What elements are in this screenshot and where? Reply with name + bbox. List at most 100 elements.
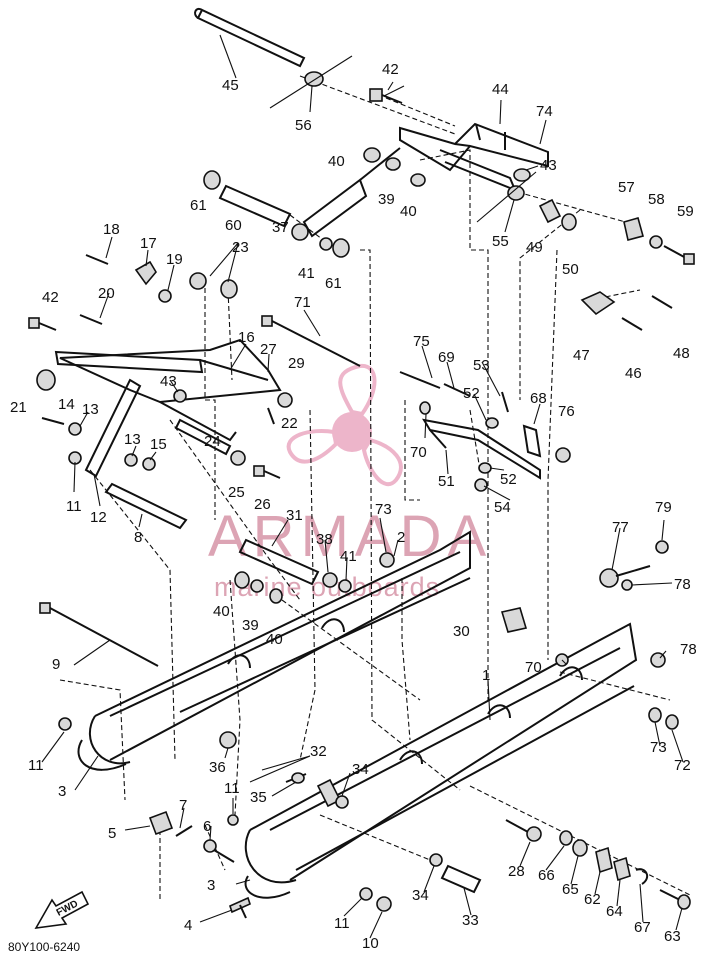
leader-lines xyxy=(41,34,684,939)
callout-37: 37 xyxy=(272,219,289,236)
bolt-46 xyxy=(621,317,643,331)
callout-22: 22 xyxy=(281,415,298,432)
callout-16: 16 xyxy=(238,329,255,346)
bolt-59 xyxy=(663,245,695,265)
clip-67 xyxy=(635,868,649,885)
callout-66: 66 xyxy=(538,867,555,884)
callout-52-a: 52 xyxy=(463,385,480,402)
callout-42-left: 42 xyxy=(42,289,59,306)
callout-21: 21 xyxy=(10,399,27,416)
collar-49 xyxy=(538,198,562,224)
washer-66 xyxy=(559,830,573,846)
callout-1: 1 xyxy=(482,667,490,684)
bracket-68 xyxy=(522,424,542,458)
ski-3-bottom xyxy=(244,875,291,899)
callout-39-b: 39 xyxy=(242,617,259,634)
nut-79 xyxy=(655,540,669,554)
collar-65 xyxy=(572,839,588,857)
callout-11-d: 11 xyxy=(334,915,350,932)
callout-24: 24 xyxy=(204,433,221,450)
collar-73-a xyxy=(379,552,395,568)
nut-10 xyxy=(376,896,392,912)
callout-40-c: 40 xyxy=(213,603,230,620)
bushing-50 xyxy=(561,213,577,231)
collar-54 xyxy=(474,478,488,492)
cap-21 xyxy=(36,369,56,391)
bolt-26 xyxy=(253,465,281,479)
callout-23: 23 xyxy=(232,239,249,256)
callout-75: 75 xyxy=(413,333,430,350)
callout-61-b: 61 xyxy=(325,275,342,292)
callout-55: 55 xyxy=(492,233,509,250)
callout-34-b: 34 xyxy=(412,887,429,904)
screw-4 xyxy=(229,896,251,919)
bolt-75 xyxy=(399,371,441,389)
nut-76 xyxy=(555,447,571,463)
bolt-20 xyxy=(79,314,103,325)
clip-17 xyxy=(134,260,157,286)
callout-labels: 45 56 42 44 74 40 39 40 43 61 60 57 58 5… xyxy=(10,61,697,952)
washer-11-c xyxy=(227,814,239,826)
callout-73-a: 73 xyxy=(375,501,392,518)
callout-43-mid: 43 xyxy=(160,373,177,390)
bushing-40-c xyxy=(234,571,250,589)
callout-52-b: 52 xyxy=(500,471,517,488)
callout-41-a: 41 xyxy=(298,265,315,282)
callout-67: 67 xyxy=(634,919,651,936)
callout-38: 38 xyxy=(316,531,333,548)
front-arm-44 xyxy=(399,122,549,192)
propeller-logo-icon xyxy=(286,363,403,487)
callout-63: 63 xyxy=(664,928,681,945)
washer-52-b xyxy=(478,462,492,474)
callout-35: 35 xyxy=(250,789,267,806)
callout-27: 27 xyxy=(260,341,277,358)
callout-46: 46 xyxy=(625,365,642,382)
callout-40-a: 40 xyxy=(328,153,345,170)
callout-78-b: 78 xyxy=(680,641,697,658)
washer-70-a xyxy=(419,401,431,415)
collar-64 xyxy=(613,856,631,882)
callout-62: 62 xyxy=(584,891,601,908)
callout-5: 5 xyxy=(108,825,116,842)
washer-11-b xyxy=(58,717,72,731)
callout-69: 69 xyxy=(438,349,455,366)
callout-65: 65 xyxy=(562,881,579,898)
callout-12: 12 xyxy=(90,509,107,526)
bushing-39-a xyxy=(385,157,401,171)
link-12 xyxy=(84,378,142,478)
callout-41-b: 41 xyxy=(340,548,357,565)
callout-64: 64 xyxy=(606,903,623,920)
callout-7: 7 xyxy=(179,797,187,814)
callout-73-b: 73 xyxy=(650,739,667,756)
callout-28: 28 xyxy=(508,863,525,880)
spring-6 xyxy=(203,839,235,863)
callout-76: 76 xyxy=(558,403,575,420)
callout-31: 31 xyxy=(286,507,303,524)
callout-11-a: 11 xyxy=(66,498,82,515)
washer-52-a xyxy=(485,417,499,429)
callout-53: 53 xyxy=(473,357,490,374)
callout-57: 57 xyxy=(618,179,635,196)
ski-3-top xyxy=(77,739,127,771)
callout-33: 33 xyxy=(462,912,479,929)
callout-59: 59 xyxy=(677,203,694,220)
callout-14: 14 xyxy=(58,396,75,413)
callout-17: 17 xyxy=(140,235,157,252)
cap-5 xyxy=(148,810,174,836)
callout-45: 45 xyxy=(222,77,239,94)
callout-51: 51 xyxy=(438,473,455,490)
washer-35 xyxy=(291,772,305,784)
washer-11-d xyxy=(359,887,373,901)
nut-19 xyxy=(158,289,172,303)
callout-13-b: 13 xyxy=(124,431,141,448)
callout-70-b: 70 xyxy=(525,659,542,676)
callout-39-a: 39 xyxy=(378,191,395,208)
bolt-53 xyxy=(501,391,509,413)
bushing-40-b xyxy=(410,173,426,187)
callout-20: 20 xyxy=(98,285,115,302)
collar-61-b xyxy=(332,238,350,258)
washer-34-a xyxy=(335,795,349,809)
collar-61-top xyxy=(203,170,221,190)
bolt-18 xyxy=(85,254,109,265)
